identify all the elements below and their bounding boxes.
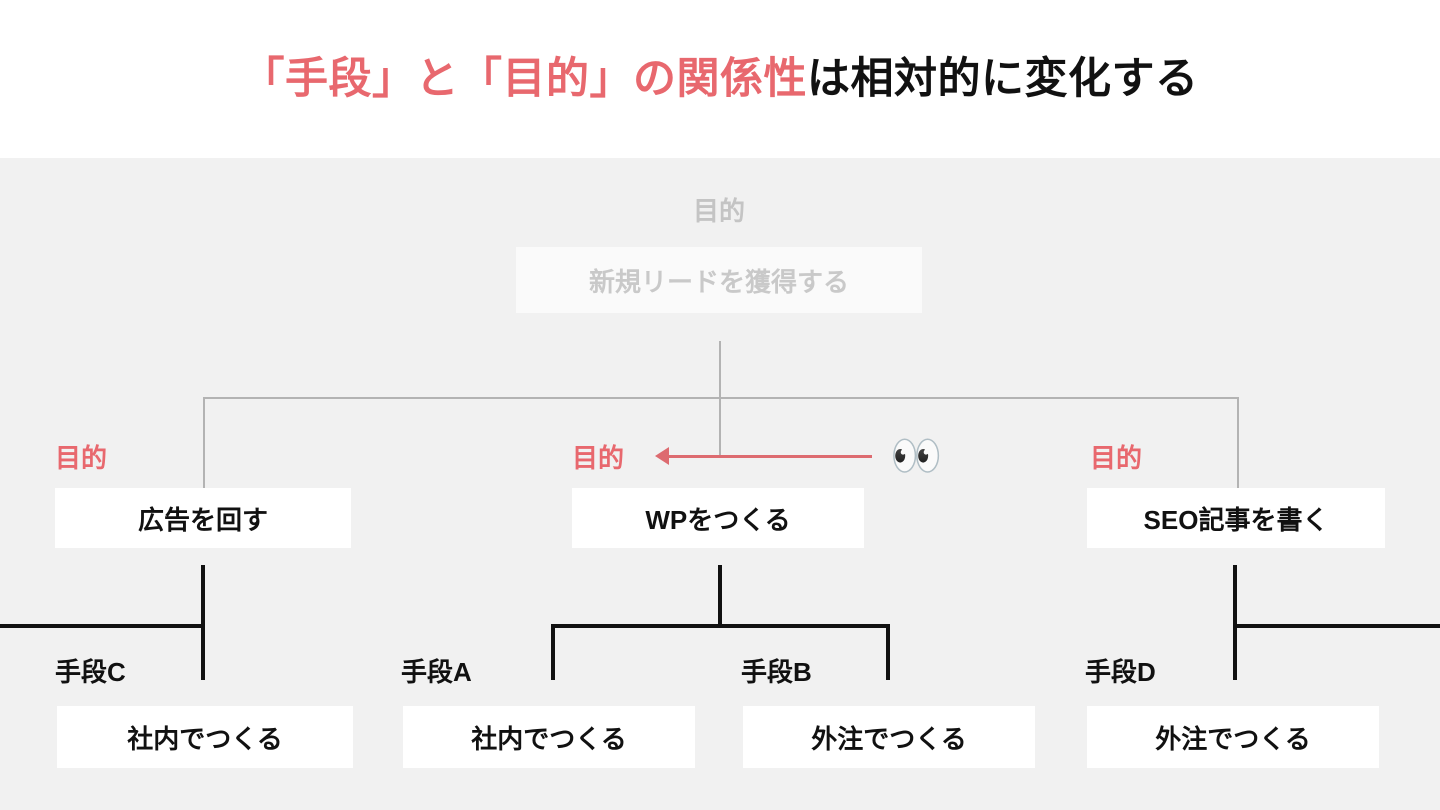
diagram-canvas: 目的 新規リードを獲得する 目的 広告を回す 目的 WPをつくる 目的 SEO記… bbox=[0, 158, 1440, 810]
connector-drop-left bbox=[203, 397, 205, 488]
connector-right-vertical bbox=[1233, 565, 1237, 680]
middle-node-2-box[interactable]: SEO記事を書く bbox=[1087, 488, 1385, 548]
bottom-node-1-box[interactable]: 社内でつくる bbox=[403, 706, 695, 768]
connector-root-trunk bbox=[719, 341, 721, 458]
annotation-arrow-head bbox=[655, 447, 669, 465]
connector-center-drop-b bbox=[886, 624, 890, 680]
slide-header: 「手段」と「目的」の関係性は相対的に変化する bbox=[0, 0, 1440, 158]
connector-left-horizontal bbox=[0, 624, 203, 628]
bottom-node-2-box[interactable]: 外注でつくる bbox=[743, 706, 1035, 768]
annotation-arrow-shaft bbox=[668, 455, 872, 458]
middle-node-1-label: 目的 bbox=[572, 443, 625, 473]
bottom-node-3-box[interactable]: 外注でつくる bbox=[1087, 706, 1379, 768]
eyes-emoji-icon: 👀 bbox=[890, 432, 943, 479]
bottom-node-2-label: 手段B bbox=[741, 657, 812, 687]
bottom-node-0-box[interactable]: 社内でつくる bbox=[57, 706, 353, 768]
connector-center-drop-a bbox=[551, 624, 555, 680]
connector-right-horizontal bbox=[1237, 624, 1440, 628]
root-node-box[interactable]: 新規リードを獲得する bbox=[516, 247, 922, 313]
connector-horizontal-bar bbox=[203, 397, 1239, 399]
middle-node-2-label: 目的 bbox=[1090, 443, 1143, 473]
page-title-accent: 「手段」と「目的」の関係性 bbox=[241, 54, 807, 103]
connector-center-vertical bbox=[718, 565, 722, 626]
page-title-plain: は相対的に変化する bbox=[807, 54, 1199, 103]
bottom-node-3-label: 手段D bbox=[1085, 657, 1156, 687]
connector-center-horizontal bbox=[551, 624, 890, 628]
middle-node-0-box[interactable]: 広告を回す bbox=[55, 488, 351, 548]
bottom-node-0-label: 手段C bbox=[55, 657, 126, 687]
connector-left-vertical bbox=[201, 565, 205, 680]
middle-node-0-label: 目的 bbox=[55, 443, 108, 473]
page-title: 「手段」と「目的」の関係性は相対的に変化する bbox=[241, 54, 1199, 103]
bottom-node-1-label: 手段A bbox=[401, 657, 472, 687]
connector-drop-right bbox=[1237, 397, 1239, 488]
middle-node-1-box[interactable]: WPをつくる bbox=[572, 488, 864, 548]
root-node-label: 目的 bbox=[692, 196, 745, 226]
